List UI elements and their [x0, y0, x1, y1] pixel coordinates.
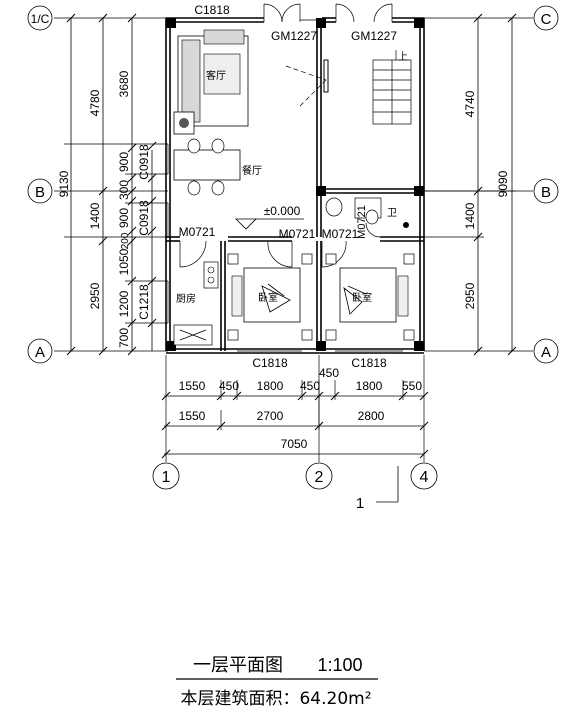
door-m0721-c: M0721	[322, 227, 359, 241]
axis-bubble-1: 1	[152, 462, 180, 490]
sofa-set	[173, 29, 249, 135]
right-dimension-text: 4740 1400 2950 9090	[463, 90, 510, 309]
stair-up-label: 上	[398, 51, 408, 63]
svg-text:450: 450	[319, 366, 339, 380]
axis-bubble-a-left: A	[27, 338, 53, 364]
sliding-door	[285, 59, 329, 107]
window-c1818-bottom-b: C1818	[351, 356, 387, 370]
svg-text:1050: 1050	[117, 248, 131, 275]
drawing-title: 一层平面图 1:100 本层建筑面积：64.20m²	[176, 655, 378, 709]
floor-area: 本层建筑面积：64.20m²	[180, 689, 371, 709]
bedroom-a-furniture	[227, 253, 313, 341]
svg-text:A: A	[35, 344, 45, 361]
svg-text:700: 700	[117, 328, 131, 348]
building-walls	[165, 17, 425, 354]
svg-text:900: 900	[117, 208, 131, 228]
door-gm1227-b: GM1227	[351, 29, 397, 43]
svg-text:1400: 1400	[88, 202, 102, 229]
top-doors	[263, 3, 393, 23]
plan-title: 一层平面图	[193, 655, 283, 676]
svg-text:2: 2	[315, 469, 324, 486]
svg-text:450: 450	[219, 379, 239, 393]
svg-text:1: 1	[162, 469, 171, 486]
right-dimension-lines	[424, 13, 517, 356]
axis-bubble-4: 4	[410, 462, 438, 490]
svg-text:3680: 3680	[117, 70, 131, 97]
door-m0721-b: M0721	[279, 227, 316, 241]
svg-text:1550: 1550	[179, 379, 206, 393]
svg-text:550: 550	[402, 379, 422, 393]
axis-bubble-a-right: A	[533, 338, 559, 364]
door-m0721-a: M0721	[179, 225, 216, 239]
dining-room-label: 餐厅	[242, 164, 262, 177]
bedroom-b-furniture	[325, 253, 415, 341]
svg-text:450: 450	[300, 379, 320, 393]
dining-table	[173, 138, 241, 196]
bottom-dimension-lines	[161, 380, 429, 459]
svg-text:1800: 1800	[356, 379, 383, 393]
svg-text:900: 900	[117, 152, 131, 172]
svg-text:2950: 2950	[463, 282, 477, 309]
svg-text:2950: 2950	[88, 282, 102, 309]
kitchen-fixtures	[173, 261, 219, 346]
axis-bubble-2: 2	[305, 462, 333, 490]
door-m0721-d: M0721	[356, 205, 368, 239]
interior-doors	[179, 240, 347, 268]
svg-text:2700: 2700	[257, 409, 284, 423]
bathroom-fixtures	[325, 197, 409, 238]
bottom-dimension-text: 1550 450 1800 450 1800 550 450 1550 2700…	[179, 366, 423, 451]
svg-text:4780: 4780	[88, 89, 102, 116]
svg-text:1200: 1200	[117, 290, 131, 317]
plan-scale: 1:100	[317, 655, 362, 675]
svg-text:4740: 4740	[463, 90, 477, 117]
door-gm1227-a: GM1227	[271, 29, 317, 43]
svg-text:C0918: C0918	[137, 200, 151, 236]
opening-labels: C1818 GM1227 GM1227 M0721 M0721 M0721 M0…	[179, 3, 398, 370]
svg-text:200: 200	[120, 232, 131, 249]
svg-text:1/C: 1/C	[31, 12, 50, 26]
svg-text:C1218: C1218	[137, 284, 151, 320]
svg-text:C: C	[541, 11, 552, 28]
left-dimension-text: 9130 4780 1400 2950 3680 900 300 900 200…	[57, 70, 151, 348]
bedroom-a-label: 卧室	[258, 291, 278, 304]
left-dimension-lines	[64, 13, 168, 356]
window-c1818-bottom-a: C1818	[252, 356, 288, 370]
window-c1818-top: C1818	[194, 3, 230, 17]
axis-bubble-b-left: B	[27, 178, 53, 204]
svg-text:B: B	[35, 184, 45, 201]
axis-bubble-b-right: B	[533, 178, 559, 204]
svg-text:300: 300	[117, 180, 131, 200]
svg-text:9130: 9130	[57, 170, 71, 197]
svg-text:C0918: C0918	[137, 144, 151, 180]
bedroom-b-label: 卧室	[352, 291, 372, 304]
svg-text:B: B	[541, 184, 551, 201]
svg-text:7050: 7050	[281, 437, 308, 451]
staircase	[372, 50, 412, 125]
kitchen-label: 厨房	[176, 292, 196, 305]
section-marker: 1	[356, 466, 399, 512]
elevation-label: ±0.000	[264, 204, 301, 218]
svg-text:1: 1	[356, 495, 364, 512]
svg-text:1800: 1800	[257, 379, 284, 393]
living-room-label: 客厅	[206, 69, 226, 82]
svg-text:1400: 1400	[463, 202, 477, 229]
axis-bubble-1c: 1/C	[27, 5, 53, 31]
svg-text:9090: 9090	[496, 170, 510, 197]
svg-text:4: 4	[420, 469, 429, 486]
axis-bubble-c-right: C	[533, 5, 559, 31]
structural-columns	[166, 18, 424, 351]
svg-text:1550: 1550	[179, 409, 206, 423]
bathroom-label: 卫	[387, 208, 397, 219]
elevation-marker	[235, 218, 304, 230]
svg-text:A: A	[541, 344, 551, 361]
svg-text:2800: 2800	[358, 409, 385, 423]
